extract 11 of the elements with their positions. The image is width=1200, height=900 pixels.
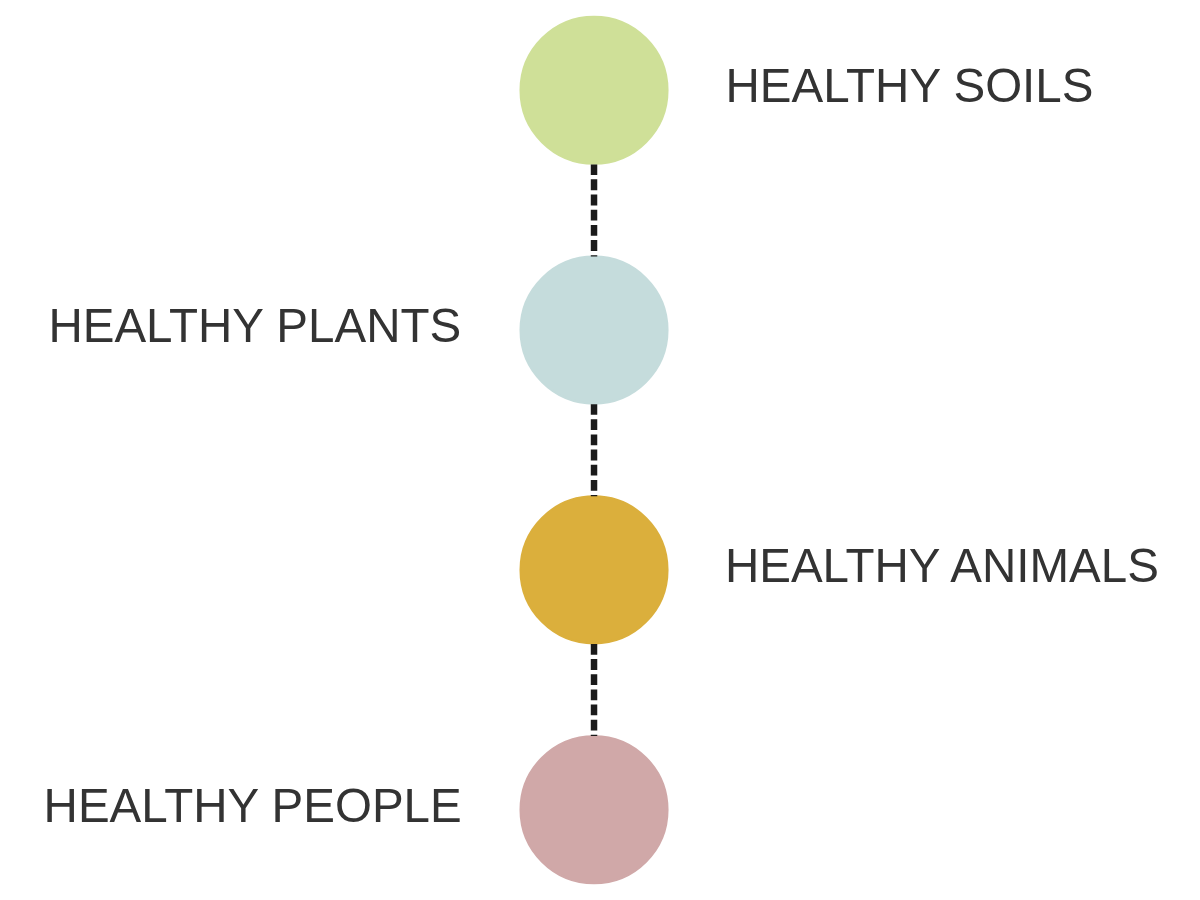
node-circle: [518, 495, 669, 645]
connector: [590, 164, 597, 257]
node-circle: [518, 255, 669, 405]
node-label: HEALTHY PEOPLE: [43, 778, 462, 832]
connector: [590, 404, 597, 497]
node-label: HEALTHY ANIMALS: [724, 539, 1159, 593]
node-label: HEALTHY PLANTS: [47, 299, 461, 353]
node-label: HEALTHY SOILS: [724, 59, 1093, 113]
node-circle: [518, 15, 669, 165]
node-circle: [518, 735, 669, 885]
connector: [590, 644, 597, 737]
